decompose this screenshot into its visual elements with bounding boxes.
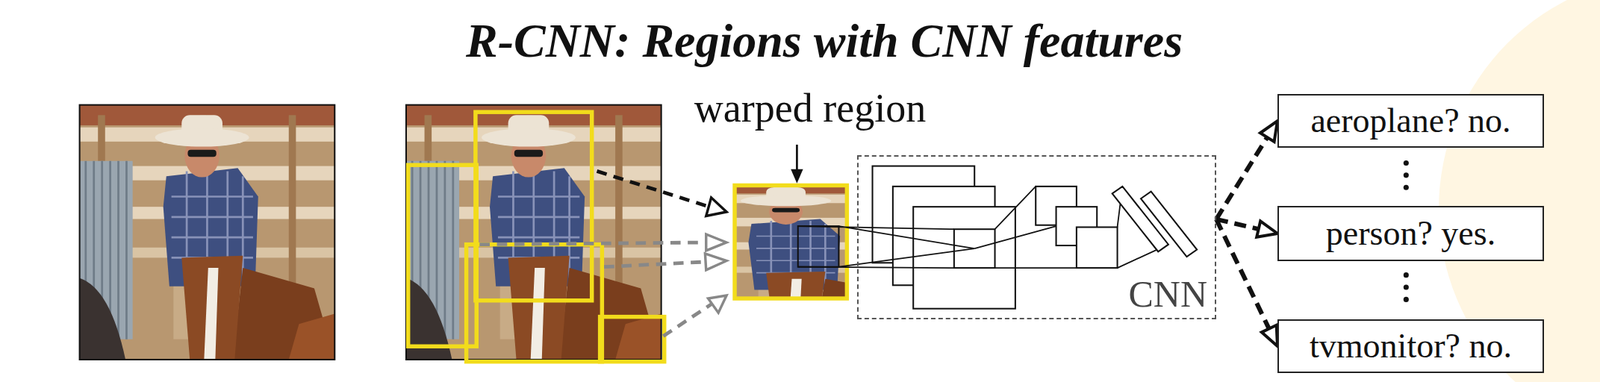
node-text: tvmonitor? no. [1309, 327, 1512, 366]
connector-line [1216, 219, 1270, 330]
node-text: aeroplane? no. [1310, 102, 1511, 141]
class-box: aeroplane? no. [1277, 94, 1545, 148]
dashed-arrow [1216, 219, 1278, 347]
connector-line [1216, 137, 1268, 220]
dashed-arrow [1216, 219, 1278, 238]
cnn-block: CNN [857, 155, 1217, 320]
class-box: person? yes. [1277, 206, 1545, 262]
dashed-arrow [1216, 120, 1278, 220]
title: R-CNN: Regions with CNN features [465, 14, 1183, 68]
arrow-head [1256, 220, 1278, 237]
arrow-head [1261, 325, 1278, 347]
node-text: CNN [1128, 274, 1208, 316]
class-box: tvmonitor? no. [1277, 319, 1545, 374]
arrow-head [1260, 120, 1278, 142]
region-label: warped region [694, 88, 926, 129]
node-text: person? yes. [1325, 215, 1496, 254]
